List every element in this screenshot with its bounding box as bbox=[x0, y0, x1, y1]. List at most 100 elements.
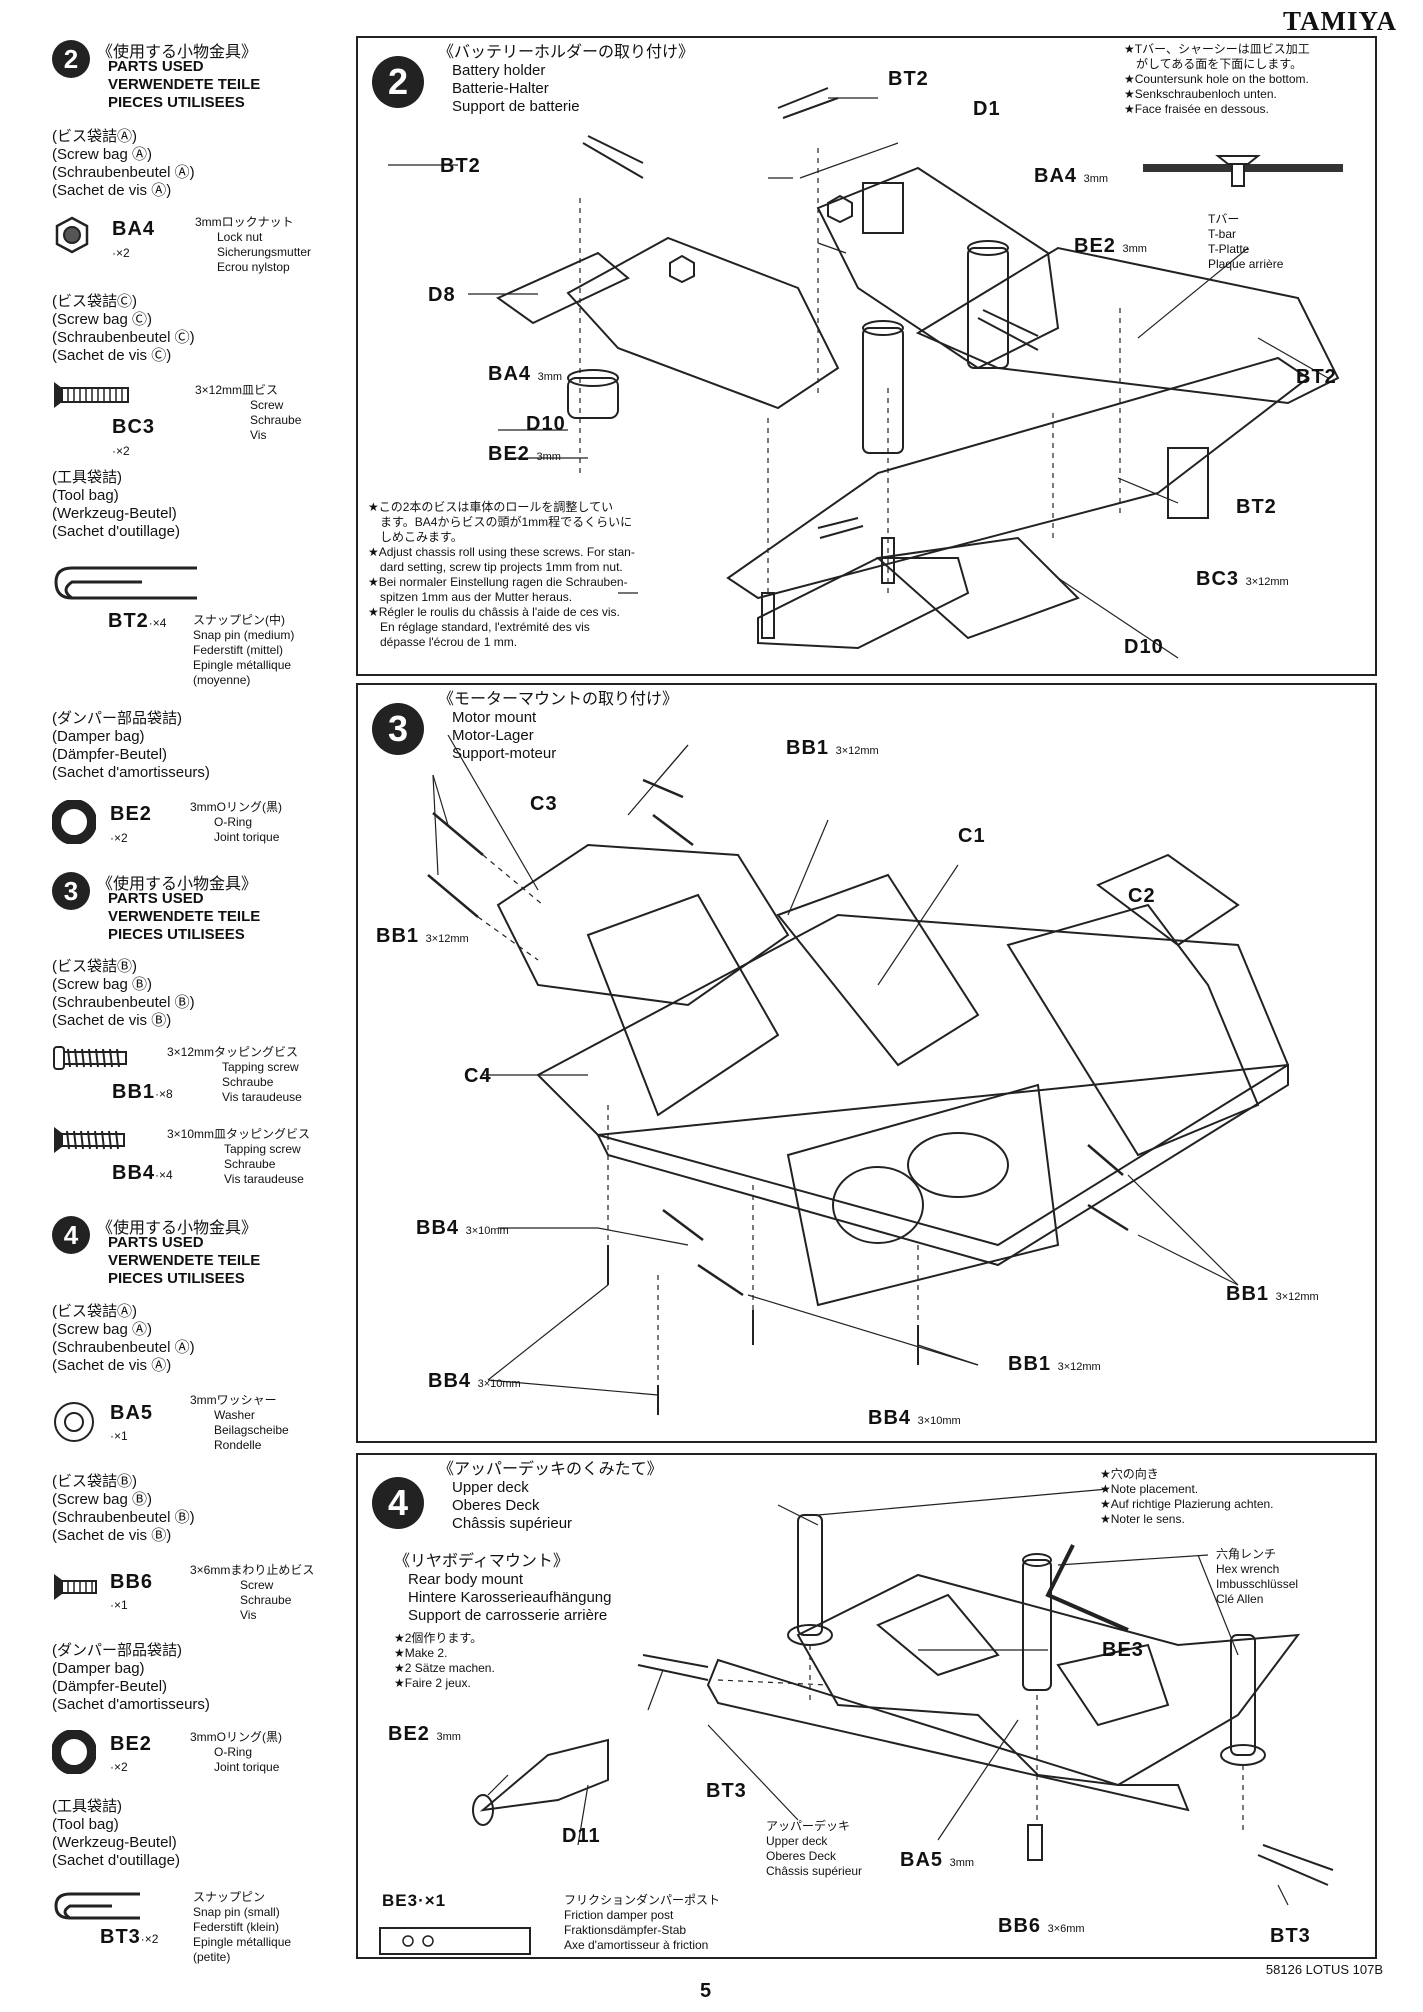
parts-jp: 《使用する小物金具》 bbox=[97, 876, 258, 893]
step-number: 2 bbox=[52, 40, 90, 78]
part-be2: BE2 bbox=[110, 1733, 152, 1755]
parts-jp: 《使用する小物金具》 bbox=[97, 1220, 258, 1237]
countersunk-screw-icon bbox=[54, 382, 129, 408]
part-be2: BE2 bbox=[110, 803, 152, 825]
motor-mount-title: 《モーターマウントの取り付け》 Motor mount Motor-Lager … bbox=[438, 691, 679, 762]
label-bt2: BT2 bbox=[888, 68, 929, 90]
label-bb4: BB4 3×10mm bbox=[416, 1217, 509, 1239]
step2-panel: 2 《バッテリーホルダーの取り付け》 Battery holder Batter… bbox=[356, 36, 1377, 676]
label-ba4: BA4 3mm bbox=[1034, 165, 1109, 187]
damper-bag: (ダンパー部品袋詰)(Damper bag)(Dämpfer-Beutel)(S… bbox=[52, 1642, 210, 1713]
screw-bag-b: (ビス袋詰Ⓑ)(Screw bag Ⓑ)(Schraubenbeutel Ⓑ)(… bbox=[52, 1473, 195, 1544]
label-bb6: BB6 3×6mm bbox=[998, 1915, 1085, 1937]
label-be2: BE2 3mm bbox=[388, 1723, 461, 1745]
label-bb1: BB1 3×12mm bbox=[786, 737, 879, 759]
label-c1: C1 bbox=[958, 825, 986, 847]
step-number-4: 4 bbox=[372, 1477, 424, 1529]
make-two-note: ★2個作ります。★Make 2.★2 Sätze machen.★Faire 2… bbox=[394, 1631, 495, 1690]
motor-mount-diagram bbox=[427, 734, 1290, 1415]
label-bb4: BB4 3×10mm bbox=[428, 1370, 521, 1392]
label-ba5: BA5 3mm bbox=[900, 1849, 975, 1871]
model-code: 58126 LOTUS 107B bbox=[1265, 1962, 1383, 1977]
tool-bag: (工具袋詰)(Tool bag)(Werkzeug-Beutel)(Sachet… bbox=[52, 1798, 180, 1869]
battery-holder-title: 《バッテリーホルダーの取り付け》 Battery holder Batterie… bbox=[438, 44, 695, 115]
step-number: 4 bbox=[52, 1216, 90, 1254]
part-bb6-qty: ·×1 bbox=[110, 1598, 128, 1612]
lock-nut-icon bbox=[55, 216, 89, 254]
screw-bag-b: (ビス袋詰Ⓑ)(Screw bag Ⓑ)(Schraubenbeutel Ⓑ)(… bbox=[52, 958, 195, 1029]
label-bt3: BT3 bbox=[1270, 1925, 1311, 1947]
part-bt3: BT3·×2 bbox=[100, 1926, 159, 1948]
step-number-2: 2 bbox=[372, 56, 424, 108]
label-c2: C2 bbox=[1128, 885, 1156, 907]
part-be2-qty: ·×2 bbox=[110, 1760, 128, 1774]
label-d10: D10 bbox=[526, 413, 566, 435]
o-ring-icon bbox=[52, 800, 96, 844]
step-number: 3 bbox=[52, 872, 90, 910]
upper-deck-title: 《アッパーデッキのくみたて》 Upper deck Oberes Deck Ch… bbox=[438, 1461, 663, 1532]
label-bt2: BT2 bbox=[1236, 496, 1277, 518]
parts-jp: 《使用する小物金具》 bbox=[97, 44, 258, 61]
tool-bag: (工具袋詰)(Tool bag)(Werkzeug-Beutel)(Sachet… bbox=[52, 469, 180, 540]
screw-bag-c: (ビス袋詰Ⓒ)(Screw bag Ⓒ)(Schraubenbeutel Ⓒ)(… bbox=[52, 293, 195, 364]
part-bb4: BB4·×4 bbox=[112, 1162, 173, 1184]
label-be3-qty: BE3·×1 bbox=[382, 1891, 447, 1910]
part-ba5: BA5 bbox=[110, 1402, 154, 1424]
label-d1: D1 bbox=[973, 98, 1001, 120]
part-bt2-desc: スナップピン(中)Snap pin (medium)Federstift (mi… bbox=[193, 613, 295, 687]
o-ring-icon bbox=[52, 1730, 96, 1774]
tapping-screw-icon bbox=[53, 1046, 127, 1070]
label-be3: BE3 bbox=[1102, 1639, 1144, 1661]
part-bb1: BB1·×8 bbox=[112, 1081, 173, 1103]
step3-panel: 3 《モーターマウントの取り付け》 Motor mount Motor-Lage… bbox=[356, 683, 1377, 1443]
part-ba4-desc: 3mmロックナット Lock nut Sicherungsmutter Ecro… bbox=[195, 215, 312, 274]
roll-adjust-note: ★この2本のビスは車体のロールを調整しています。BA4からビスの頭が1mm程でる… bbox=[368, 500, 635, 649]
label-bb4: BB4 3×10mm bbox=[868, 1407, 961, 1429]
label-d10: D10 bbox=[1124, 636, 1164, 658]
part-ba4-qty: ·×2 bbox=[112, 246, 130, 260]
upper-deck-diagram bbox=[379, 1488, 1334, 1955]
label-bt2: BT2 bbox=[1296, 366, 1337, 388]
screw-bag-a: (ビス袋詰Ⓐ)(Screw bag Ⓐ)(Schraubenbeutel Ⓐ)(… bbox=[52, 128, 195, 199]
label-c4: C4 bbox=[464, 1065, 492, 1087]
washer-icon bbox=[54, 1402, 94, 1442]
screw-bag-a: (ビス袋詰Ⓐ)(Screw bag Ⓐ)(Schraubenbeutel Ⓐ)(… bbox=[52, 1303, 195, 1374]
page-number: 5 bbox=[700, 1980, 712, 2002]
battery-holder-diagram bbox=[388, 87, 1343, 659]
part-ba4: BA4 bbox=[112, 218, 156, 240]
step4-panel: 4 《アッパーデッキのくみたて》 Upper deck Oberes Deck … bbox=[356, 1453, 1377, 1959]
countersunk-tapping-screw-icon bbox=[54, 1127, 125, 1153]
hole-placement-note: ★穴の向き★Note placement.★Auf richtige Plazi… bbox=[1100, 1467, 1274, 1526]
label-be2: BE2 3mm bbox=[488, 443, 561, 465]
countersunk-note: ★Tバー、シャーシーは皿ビス加工がしてある面を下面にします。★Countersu… bbox=[1124, 42, 1310, 116]
brand-logo: TAMIYA bbox=[1282, 6, 1397, 36]
label-bb1: BB1 3×12mm bbox=[1226, 1283, 1319, 1305]
label-bt2: BT2 bbox=[440, 155, 481, 177]
snap-pin-small-icon bbox=[54, 1892, 140, 1920]
short-screw-icon bbox=[54, 1574, 97, 1600]
label-bb1: BB1 3×12mm bbox=[1008, 1353, 1101, 1375]
label-bc3: BC3 3×12mm bbox=[1196, 568, 1289, 590]
label-d8: D8 bbox=[428, 284, 456, 306]
step-number-3: 3 bbox=[372, 703, 424, 755]
part-be2-qty: ·×2 bbox=[110, 831, 128, 845]
label-c3: C3 bbox=[530, 793, 558, 815]
part-bb6: BB6 bbox=[110, 1571, 154, 1593]
part-bc3-desc: 3×12mm皿ビス Screw Schraube Vis bbox=[195, 383, 302, 442]
part-bc3: BC3 bbox=[112, 416, 156, 438]
label-ba4: BA4 3mm bbox=[488, 363, 563, 385]
label-d11: D11 bbox=[562, 1825, 601, 1847]
